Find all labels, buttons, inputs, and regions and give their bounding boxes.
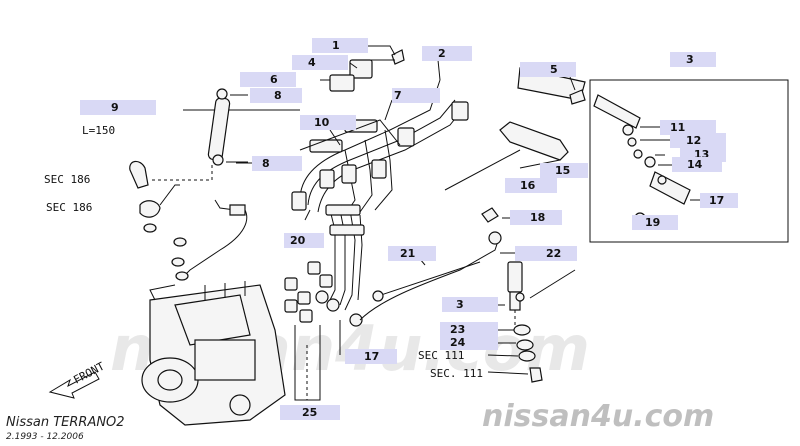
svg-text:6: 6: [270, 73, 278, 86]
sec-186-ref-2: SEC 186: [46, 201, 92, 214]
svg-text:17: 17: [709, 194, 724, 207]
callout-7: 7: [392, 88, 440, 103]
svg-text:5: 5: [550, 63, 558, 76]
svg-text:16: 16: [520, 179, 536, 192]
svg-text:9: 9: [111, 101, 119, 114]
svg-text:14: 14: [687, 158, 703, 171]
svg-text:8: 8: [262, 157, 270, 170]
nozzle-assembly: [507, 261, 576, 383]
nozzle-nuts: [284, 261, 363, 327]
callout-2: 2: [422, 46, 472, 61]
spill-tube: [359, 231, 502, 321]
svg-text:1: 1: [332, 39, 340, 52]
svg-text:24: 24: [450, 336, 466, 349]
callout-17a: 17: [700, 193, 738, 208]
injection-tubes: [291, 79, 469, 311]
small-hardware: [481, 207, 525, 302]
svg-text:11: 11: [670, 121, 685, 134]
svg-text:7: 7: [394, 89, 402, 102]
callout-17b: 17: [345, 349, 397, 364]
callout-19: 19: [632, 215, 678, 230]
nozzle-detail-frame: [589, 79, 789, 243]
svg-text:4: 4: [308, 56, 316, 69]
text-notes: L=150 SEC 186 SEC 186 SEC 111 SEC. 111: [44, 124, 483, 380]
callout-15: 15: [540, 163, 588, 178]
callout-22: 22: [515, 246, 577, 261]
svg-text:17: 17: [364, 350, 379, 363]
svg-text:12: 12: [686, 134, 701, 147]
watermark-brand: nissan4u.com: [482, 399, 714, 434]
callout-6: 6: [240, 72, 296, 87]
callout-1: 1: [312, 38, 368, 53]
svg-text:3: 3: [686, 53, 694, 66]
callout-5: 5: [520, 62, 576, 77]
callout-3b: 3: [442, 297, 498, 312]
leak-off-hose: [129, 88, 300, 281]
callout-9: 9: [80, 100, 156, 115]
leader-lines: [236, 45, 700, 375]
length-note: L=150: [82, 124, 115, 137]
callout-labels: 1 2 3 4 5 6 7 8 8 9 10 11 12 13 14 15 16…: [80, 38, 738, 420]
svg-text:2: 2: [438, 47, 446, 60]
model-caption: Nissan TERRANO2: [6, 415, 125, 430]
callout-8a: 8: [250, 88, 302, 103]
callout-20: 20: [284, 233, 324, 248]
tube-clamps: [329, 49, 405, 92]
callout-23: 23: [440, 322, 498, 337]
callout-8b: 8: [252, 156, 302, 171]
svg-text:21: 21: [400, 247, 415, 260]
svg-text:19: 19: [645, 216, 660, 229]
injection-pump: [141, 281, 286, 426]
callout-11: 11: [660, 120, 716, 135]
sec-186-ref-1: SEC 186: [44, 173, 90, 186]
svg-text:15: 15: [555, 164, 570, 177]
svg-text:8: 8: [274, 89, 282, 102]
svg-text:23: 23: [450, 323, 465, 336]
svg-text:3: 3: [456, 298, 464, 311]
callout-16: 16: [505, 178, 557, 193]
sec-111-ref-1: SEC 111: [418, 349, 464, 362]
callout-25: 25: [280, 405, 340, 420]
front-arrow: FRONT: [48, 359, 107, 399]
callout-3: 3: [670, 52, 716, 67]
callout-14: 14: [672, 157, 722, 172]
callout-18: 18: [510, 210, 562, 225]
svg-text:22: 22: [546, 247, 561, 260]
bracket-lines: [294, 320, 341, 401]
sec-111-ref-2: SEC. 111: [430, 367, 483, 380]
svg-text:18: 18: [530, 211, 545, 224]
callout-4: 4: [292, 55, 348, 70]
callout-10: 10: [300, 115, 356, 130]
svg-text:10: 10: [314, 116, 330, 129]
callout-12: 12: [670, 133, 726, 148]
svg-text:25: 25: [302, 406, 317, 419]
date-caption: 2.1993 - 12.2006: [6, 432, 84, 442]
callout-24: 24: [440, 335, 498, 350]
svg-text:20: 20: [290, 234, 306, 247]
callout-21: 21: [388, 246, 436, 261]
